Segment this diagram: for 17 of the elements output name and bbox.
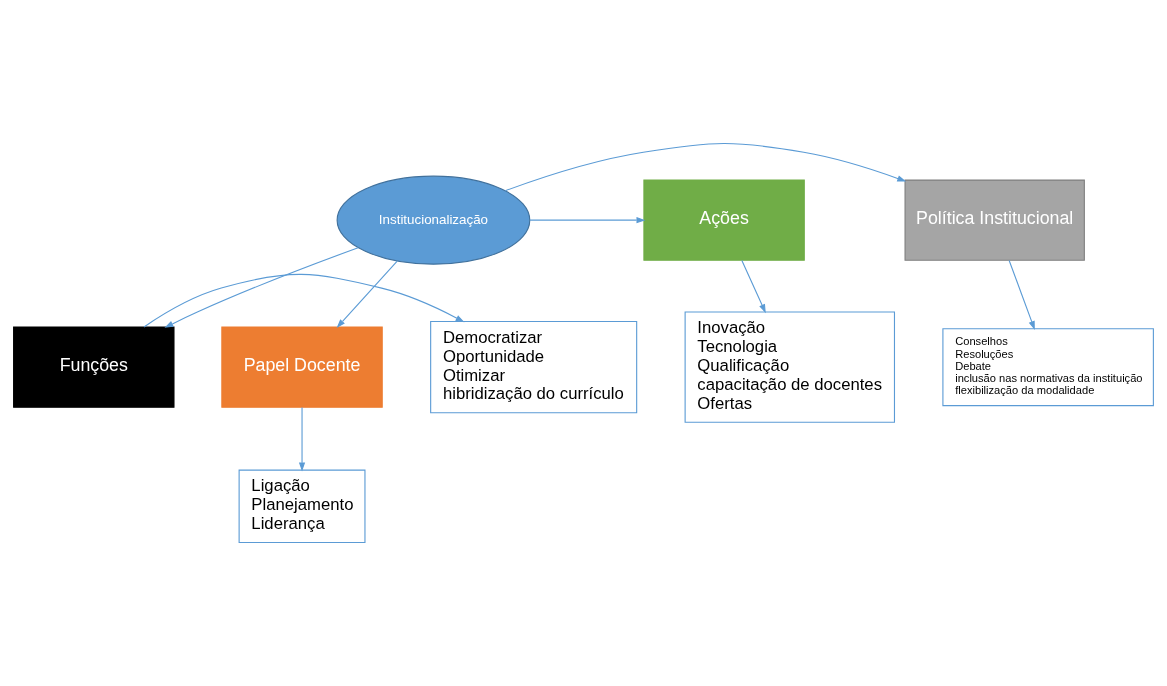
node-box: Inovação Tecnologia Qualificação capacitação de docentes Ofertas xyxy=(684,311,896,423)
node-box: Ligação Planejamento Liderança xyxy=(238,469,366,544)
node-box: Política Institucional xyxy=(904,179,1085,261)
node-ellipse: Institucionalização xyxy=(336,175,531,265)
arrow xyxy=(143,273,465,328)
arrow xyxy=(529,217,646,224)
node-box: Funções xyxy=(13,326,175,408)
node-box: Democratizar Oportunidade Otimizar hibridização do currículo xyxy=(430,320,638,414)
arrow xyxy=(336,260,398,328)
arrow xyxy=(164,247,359,328)
node-box: Papel Docente xyxy=(221,326,383,408)
node-box: Conselhos Resoluções Debate inclusão nas normativas da instituição flexibilização da modalidade xyxy=(942,328,1154,407)
arrow xyxy=(741,259,766,314)
node-box: Ações xyxy=(643,179,805,261)
arrow xyxy=(504,142,907,192)
arrow xyxy=(298,406,306,472)
arrow xyxy=(1008,259,1035,330)
